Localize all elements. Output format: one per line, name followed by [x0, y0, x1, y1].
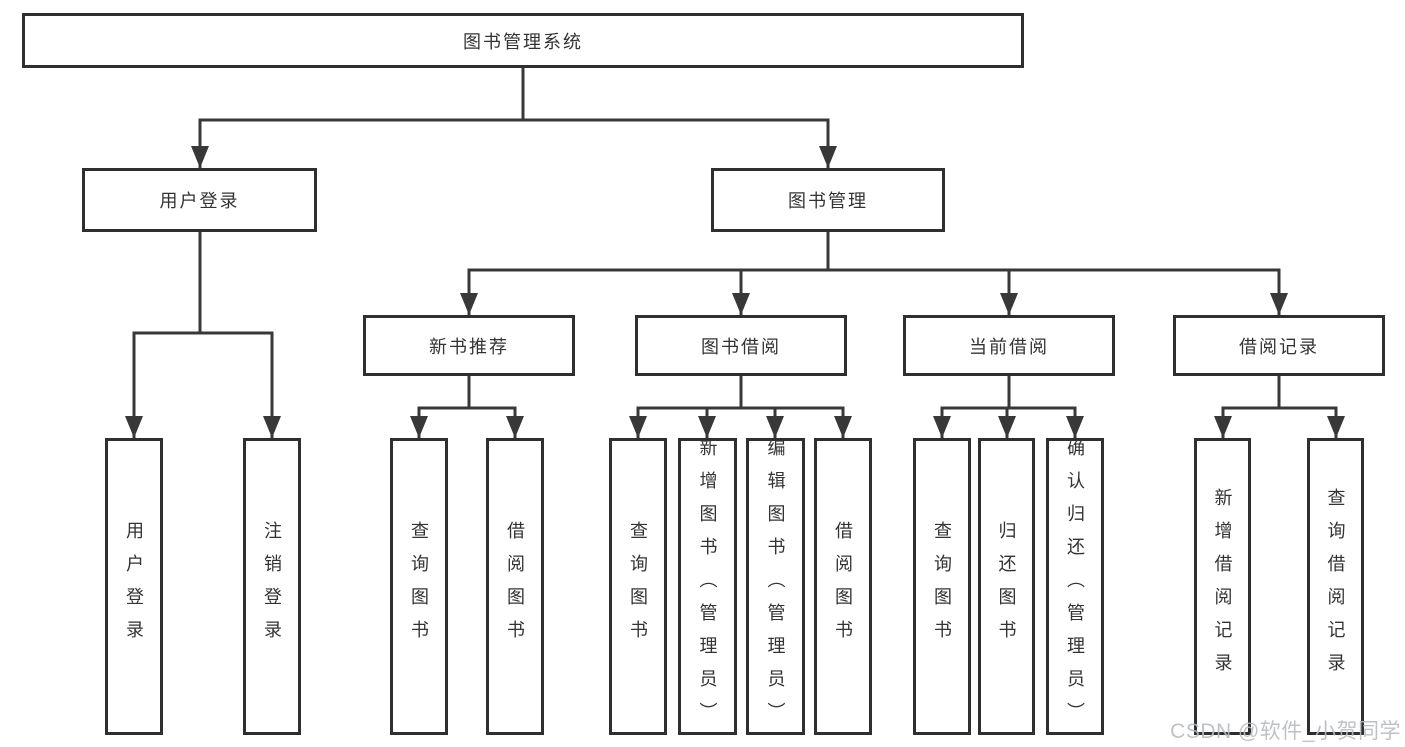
node-label: 确认归还（管理员）: [1065, 438, 1085, 735]
leaf-query-books-borrowing: 查询图书: [609, 438, 667, 735]
node-borrowing-records: 借阅记录: [1173, 315, 1385, 376]
node-current-borrowing: 当前借阅: [903, 315, 1115, 376]
leaf-edit-books-admin: 编辑图书（管理员）: [746, 438, 805, 735]
leaf-logout: 注销登录: [243, 438, 301, 735]
node-label: 图书管理: [788, 191, 868, 211]
node-label: 编辑图书（管理员）: [765, 438, 786, 735]
leaf-query-borrow-record: 查询借阅记录: [1307, 438, 1364, 735]
node-book-borrowing: 图书借阅: [635, 315, 847, 376]
node-label: 查询图书: [628, 520, 648, 653]
leaf-add-borrow-record: 新增借阅记录: [1194, 438, 1251, 735]
node-label: 图书借阅: [701, 336, 781, 357]
leaf-query-books-current: 查询图书: [913, 438, 971, 735]
node-label: 查询图书: [932, 520, 952, 653]
node-label: 用户登录: [124, 520, 144, 653]
leaf-return-books: 归还图书: [978, 438, 1035, 735]
node-label: 借阅图书: [833, 520, 853, 653]
node-label: 注销登录: [262, 520, 282, 653]
csdn-watermark: CSDN @软件_小贺同学: [1170, 720, 1401, 743]
leaf-confirm-return-admin: 确认归还（管理员）: [1046, 438, 1104, 735]
leaf-query-books-recommend: 查询图书: [390, 438, 448, 735]
node-new-book-recommendation: 新书推荐: [363, 315, 575, 376]
node-label: 新增图书（管理员）: [697, 438, 718, 735]
node-label: 图书管理系统: [463, 31, 583, 52]
node-book-management: 图书管理: [711, 168, 945, 232]
node-label: 当前借阅: [969, 336, 1049, 357]
node-label: 新增借阅记录: [1212, 487, 1233, 686]
node-user-login-branch: 用户登录: [82, 168, 317, 232]
node-label: 新书推荐: [429, 336, 509, 357]
node-label: 用户登录: [159, 191, 240, 211]
node-label: 查询图书: [409, 520, 429, 653]
node-label: 查询借阅记录: [1325, 487, 1346, 686]
leaf-user-login: 用户登录: [105, 438, 163, 735]
node-label: 归还图书: [996, 520, 1017, 653]
node-label: 借阅记录: [1239, 336, 1319, 357]
leaf-borrow-books-recommend: 借阅图书: [486, 438, 544, 735]
node-label: 借阅图书: [505, 520, 525, 653]
node-library-management-system: 图书管理系统: [22, 13, 1024, 68]
leaf-add-books-admin: 新增图书（管理员）: [678, 438, 737, 735]
leaf-borrow-books: 借阅图书: [814, 438, 872, 735]
